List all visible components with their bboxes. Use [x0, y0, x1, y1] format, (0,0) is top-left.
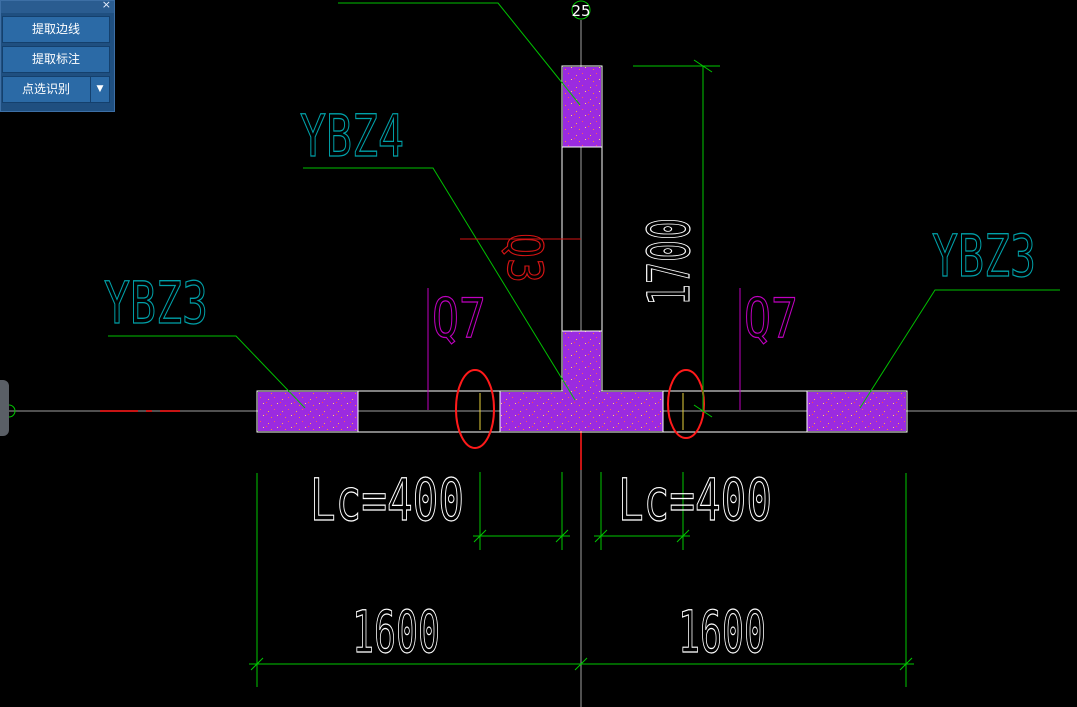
dim-lc-right: Lc=400 — [618, 466, 772, 534]
point-select-recognize-label: 点选识别 — [21, 82, 70, 96]
lc-boundary-marks — [479, 393, 684, 430]
column-ybz3-right — [807, 392, 906, 431]
column-top-end — [563, 67, 601, 147]
column-ybz4 — [500, 331, 663, 431]
point-select-recognize-button[interactable]: 点选识别 ▼ — [2, 76, 110, 103]
extract-annotation-button[interactable]: 提取标注 — [2, 46, 110, 73]
label-q7-left: Q7 — [432, 287, 486, 350]
label-q3: Q3 — [496, 233, 552, 283]
tool-panel-titlebar[interactable]: × — [1, 0, 114, 13]
axis-lines — [0, 20, 1077, 707]
dim-lc-left: Lc=400 — [310, 466, 464, 534]
tool-panel: × 提取边线 提取标注 点选识别 ▼ — [0, 0, 115, 112]
dim-vertical: 1700 — [635, 218, 703, 306]
leader-lines — [108, 2, 1060, 409]
label-q7-right: Q7 — [744, 287, 798, 350]
label-ybz4: YBZ4 — [300, 102, 404, 170]
extract-edge-button[interactable]: 提取边线 — [2, 16, 110, 43]
close-icon[interactable]: × — [101, 0, 111, 11]
wall-tag-lines — [427, 288, 741, 410]
dim-bottom-left: 1600 — [352, 598, 440, 666]
columns[interactable] — [258, 67, 906, 432]
axis-bubble-label: 25 — [571, 2, 590, 20]
dim-bottom-right: 1600 — [678, 598, 766, 666]
chevron-down-icon[interactable]: ▼ — [90, 77, 109, 102]
side-panel-grip[interactable] — [0, 380, 9, 436]
column-ybz3-left — [258, 392, 358, 431]
axis-bubble: 25 — [571, 0, 591, 20]
label-ybz3-right: YBZ3 — [932, 222, 1036, 290]
dimension-lines — [249, 59, 914, 687]
annotation-circles — [455, 369, 705, 449]
label-ybz3-left: YBZ3 — [104, 269, 208, 337]
